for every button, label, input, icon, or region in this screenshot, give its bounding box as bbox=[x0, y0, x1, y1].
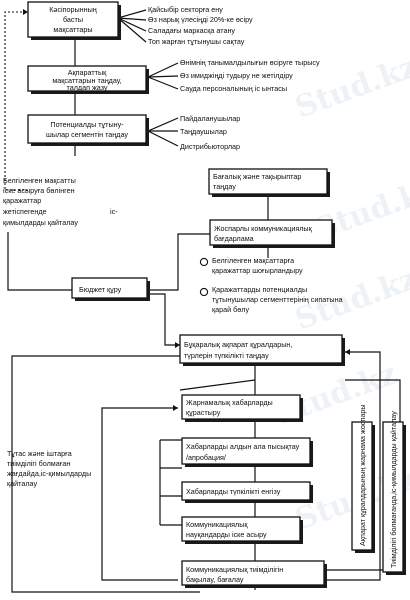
box-pretest: Хабарларды алдын ала пысықтау /апробация… bbox=[181, 437, 313, 467]
svg-text:жетіспегенде: жетіспегенде bbox=[3, 207, 47, 216]
svg-text:Белгіленген мақсаттарға: Белгіленген мақсаттарға bbox=[212, 256, 294, 265]
svg-text:Кәсіпорынның: Кәсіпорынның bbox=[49, 5, 97, 14]
box-repeat-vertical: Тиімділігі болмағанда,іс-қимылдарды қайт… bbox=[382, 411, 406, 575]
svg-text:мақсаттары: мақсаттары bbox=[53, 25, 92, 34]
box-consumer-segment: Потенциалды тұтыну- шылар сегментін таңд… bbox=[27, 114, 149, 146]
bullet-icon bbox=[199, 287, 209, 297]
svg-text:іске асыруға бөлінген: іске асыруға бөлінген bbox=[3, 186, 75, 195]
svg-text:Белгіленген мақсатты: Белгіленген мақсатты bbox=[3, 176, 76, 185]
box-media-selection: Бұқаралық ақпарат құралдарын, түрлерін т… bbox=[179, 334, 345, 366]
bullet-icon bbox=[199, 257, 209, 267]
svg-text:тиімділігі болмаған: тиімділігі болмаған bbox=[7, 459, 70, 468]
list-segments: Пайдаланушылар Таңдаушылар Дистрибьюторл… bbox=[180, 114, 240, 151]
box-effectiveness: Коммуникациялық тиімділігін бақылау, бағ… bbox=[181, 560, 327, 588]
svg-text:жағдайда,іс-қимылдарды: жағдайда,іс-қимылдарды bbox=[7, 469, 91, 478]
svg-text:Сауда персоналының іс ынтасы: Сауда персоналының іс ынтасы bbox=[180, 84, 287, 93]
svg-text:бағдарлама: бағдарлама bbox=[214, 234, 254, 243]
svg-text:науқандарды іске асыру: науқандарды іске асыру bbox=[186, 530, 267, 539]
svg-text:Өз нарық үлесіңді 20%-ке өсіру: Өз нарық үлесіңді 20%-ке өсіру bbox=[148, 15, 253, 24]
svg-text:түрлерін түпкілікті таңдау: түрлерін түпкілікті таңдау bbox=[184, 351, 269, 360]
connectors bbox=[4, 9, 401, 593]
svg-text:Жоспарлы коммуникациялық: Жоспарлы коммуникациялық bbox=[214, 224, 313, 233]
svg-text:Қайсыбір секторға ену: Қайсыбір секторға ену bbox=[148, 5, 223, 14]
svg-text:талдап жазу: талдап жазу bbox=[66, 83, 107, 92]
svg-text:басты: басты bbox=[63, 15, 83, 24]
list-goals: Қайсыбір секторға ену Өз нарық үлесіңді … bbox=[148, 5, 253, 46]
svg-text:Таңдаушылар: Таңдаушылар bbox=[180, 127, 227, 136]
box-media-plan-vertical: Ақпарат құралдарының жарнама жоспары bbox=[351, 405, 375, 553]
box-final-launch: Хабарларды түпкілікті енгізу bbox=[181, 481, 313, 503]
svg-text:Пайдаланушылар: Пайдаланушылар bbox=[180, 114, 240, 123]
box-budget: Бюджет құру bbox=[71, 277, 150, 301]
box-topic-selection: Бағалық және тақырыптар таңдау bbox=[208, 168, 330, 197]
svg-text:Хабарларды алдын ала пысықтау: Хабарларды алдын ала пысықтау bbox=[186, 442, 300, 451]
svg-text:қаражаттар: қаражаттар bbox=[3, 196, 41, 205]
note-repeat-effectiveness: Тұтас және іштарға тиімділігі болмаған ж… bbox=[7, 449, 91, 488]
svg-text:таңдау: таңдау bbox=[213, 182, 236, 191]
svg-text:тұтынушылар сегменттерінің сип: тұтынушылар сегменттерінің сипатына bbox=[212, 295, 343, 304]
svg-text:Тұтас және іштарға: Тұтас және іштарға bbox=[7, 449, 72, 458]
svg-text:Ақпарат құралдарының жарнама ж: Ақпарат құралдарының жарнама жоспары bbox=[358, 405, 367, 547]
svg-text:Бюджет құру: Бюджет құру bbox=[79, 285, 122, 294]
box-info-goals: Ақпараттық мақсаттарын таңдау, талдап жа… bbox=[27, 65, 149, 94]
svg-text:қарай бөлу: қарай бөлу bbox=[212, 305, 249, 314]
svg-text:Қаражаттарды потенциалды: Қаражаттарды потенциалды bbox=[212, 285, 307, 294]
svg-text:құрастыру: құрастыру bbox=[186, 408, 221, 417]
svg-text:Тиімділігі болмағанда,іс-қимыл: Тиімділігі болмағанда,іс-қимылдарды қайт… bbox=[389, 411, 398, 568]
svg-text:Коммуникациялық: Коммуникациялық bbox=[186, 520, 248, 529]
svg-text:Өз имиджіңді тудыру не жетілді: Өз имиджіңді тудыру не жетілдіру bbox=[180, 71, 293, 80]
box-comm-program: Жоспарлы коммуникациялық бағдарлама bbox=[209, 219, 335, 248]
svg-text:Жарнамалық хабарларды: Жарнамалық хабарларды bbox=[186, 398, 273, 407]
svg-text:қимылдарды қайталау: қимылдарды қайталау bbox=[3, 218, 78, 227]
svg-text:Өнімнің танымалдылығын өсіруге: Өнімнің танымалдылығын өсіруге тырысу bbox=[180, 58, 320, 67]
svg-text:бақылау, бағалау: бақылау, бағалау bbox=[186, 575, 244, 584]
svg-text:Дистрибьюторлар: Дистрибьюторлар bbox=[180, 142, 240, 151]
svg-text:Топ жарған тұтынушы сақтау: Топ жарған тұтынушы сақтау bbox=[148, 37, 245, 46]
svg-text:Бұқаралық ақпарат құралдарын,: Бұқаралық ақпарат құралдарын, bbox=[184, 340, 292, 349]
svg-text:/апробация/: /апробация/ bbox=[186, 453, 226, 462]
svg-text:шылар сегментін таңдау: шылар сегментін таңдау bbox=[46, 130, 128, 139]
svg-text:Саладағы маркасқа атану: Саладағы маркасқа атану bbox=[148, 26, 235, 35]
svg-text:мақсаттарын таңдау,: мақсаттарын таңдау, bbox=[52, 76, 121, 85]
svg-text:қайталау: қайталау bbox=[7, 479, 37, 488]
svg-text:іс-: іс- bbox=[110, 207, 118, 216]
svg-text:Хабарларды түпкілікті енгізу: Хабарларды түпкілікті енгізу bbox=[186, 487, 281, 496]
box-main-goals: Кәсіпорынның басты мақсаттары bbox=[27, 1, 121, 40]
bullet-notes: Белгіленген мақсаттарға қаражаттар шоғыр… bbox=[199, 256, 343, 314]
svg-text:қаражаттар шоғырландыру: қаражаттар шоғырландыру bbox=[212, 266, 303, 275]
box-ad-messages: Жарнамалық хабарларды құрастыру bbox=[181, 394, 303, 422]
svg-text:Бағалық және тақырыптар: Бағалық және тақырыптар bbox=[213, 172, 301, 181]
svg-text:Коммуникациялық тиімділігін: Коммуникациялық тиімділігін bbox=[186, 565, 283, 574]
box-campaign: Коммуникациялық науқандарды іске асыру bbox=[181, 516, 303, 544]
feedback-dashed-line bbox=[4, 11, 28, 191]
svg-text:Потенциалды тұтыну-: Потенциалды тұтыну- bbox=[50, 120, 124, 129]
list-info-goals: Өнімнің танымалдылығын өсіруге тырысу Өз… bbox=[180, 58, 320, 93]
svg-text:Ақпараттық: Ақпараттық bbox=[68, 68, 107, 77]
note-repeat-funds: Белгіленген мақсатты іске асыруға бөлінг… bbox=[3, 176, 118, 227]
